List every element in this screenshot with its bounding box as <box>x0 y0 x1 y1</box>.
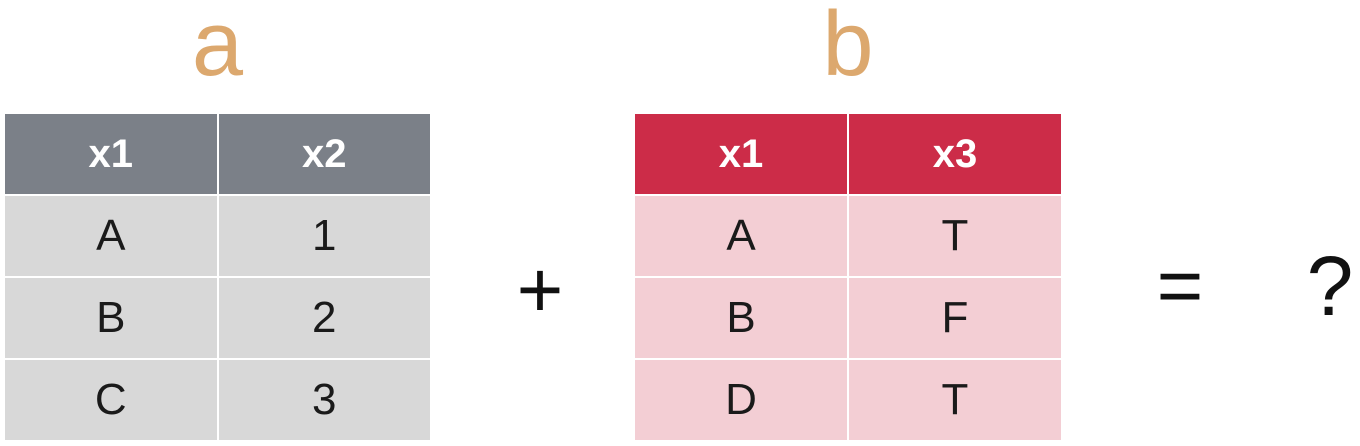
table-row: D T <box>635 359 1061 440</box>
table-a-header-cell: x2 <box>216 114 430 195</box>
table-b-header-row: x1 x3 <box>635 114 1061 195</box>
table-a-cell: B <box>5 277 218 359</box>
table-a-cell: C <box>5 359 218 440</box>
table-b-title: b <box>822 0 874 95</box>
table-b: x1 x3 A T B F D T <box>635 114 1061 440</box>
plus-sign: + <box>516 245 564 334</box>
table-a-cell: 2 <box>216 277 430 359</box>
table-a-header-row: x1 x2 <box>5 114 430 195</box>
table-b-header-cell: x3 <box>847 114 1061 195</box>
table-b-header-cell: x1 <box>635 114 848 195</box>
table-a-cell: 1 <box>216 195 430 277</box>
table-row: C 3 <box>5 359 430 440</box>
table-b-cell: A <box>635 195 848 277</box>
table-row: B F <box>635 277 1061 359</box>
table-b-cell: B <box>635 277 848 359</box>
table-a-cell: A <box>5 195 218 277</box>
table-b-cell: T <box>847 359 1061 440</box>
question-mark: ? <box>1306 239 1354 333</box>
table-row: B 2 <box>5 277 430 359</box>
table-b-cell: T <box>847 195 1061 277</box>
table-a-cell: 3 <box>216 359 430 440</box>
equals-sign: = <box>1156 241 1204 330</box>
table-a: x1 x2 A 1 B 2 C 3 <box>5 114 430 440</box>
table-b-cell: D <box>635 359 848 440</box>
table-row: A 1 <box>5 195 430 277</box>
table-a-title: a <box>191 0 244 95</box>
table-row: A T <box>635 195 1061 277</box>
table-a-header-cell: x1 <box>5 114 218 195</box>
table-b-cell: F <box>847 277 1061 359</box>
